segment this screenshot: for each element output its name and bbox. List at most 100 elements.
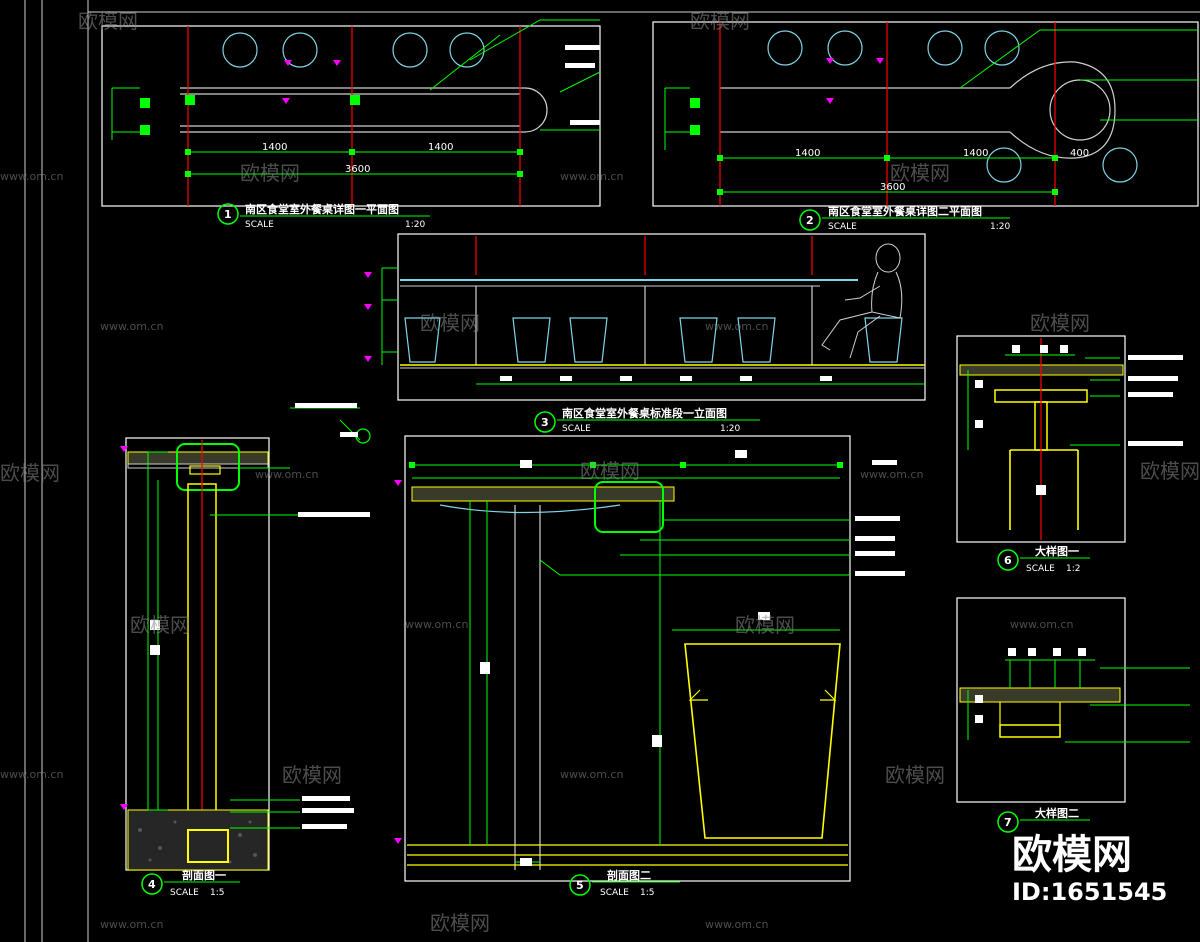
dimension-lines [967, 354, 1120, 450]
watermark-url: www.om.cn [0, 768, 63, 781]
corner-watermark-id: ID:1651545 [1012, 878, 1167, 906]
watermark-brand: 欧模网 [130, 613, 190, 637]
drawing-4-scale-label: SCALE [170, 888, 199, 898]
dim-2-b: 1400 [963, 148, 988, 159]
drawing-5-scale-label: SCALE [600, 888, 629, 898]
drawing-1-scale-value: 1:20 [405, 220, 425, 230]
drawing-6-scale-value: 1:2 [1066, 564, 1080, 574]
axis-lines [719, 22, 1056, 206]
sheet-border [24, 0, 1200, 942]
dimension-lines [412, 464, 850, 863]
detail-callout-box [176, 443, 240, 491]
watermark-brand: 欧模网 [1030, 311, 1090, 335]
watermark-url: www.om.cn [860, 468, 923, 481]
watermark-url: www.om.cn [405, 618, 468, 631]
drawing-6-detail: 6 大样图一 SCALE 1:2 [956, 335, 1183, 574]
drawing-3-number-circle [534, 411, 556, 433]
watermark-brand: 欧模网 [282, 763, 342, 787]
drawing-4-section: 4 剖面图一 SCALE 1:5 [120, 403, 371, 898]
dim-2-total: 3600 [880, 182, 905, 193]
drawing-1-title: 南区食堂室外餐桌详图一平面图 [245, 202, 399, 216]
dimension-ticks [140, 95, 523, 177]
axis-lines [187, 26, 521, 206]
drawing-4-number-circle [141, 873, 163, 895]
watermark-brand: 欧模网 [885, 763, 945, 787]
level-markers [826, 58, 884, 104]
drawing-2-scale-label: SCALE [828, 222, 857, 232]
drawing-3-scale-label: SCALE [562, 424, 591, 434]
person-figure-icon [821, 243, 903, 359]
drawing-7-title: 大样图二 [1035, 806, 1079, 820]
drawing-3-number: 3 [541, 416, 549, 429]
drawing-5-number: 5 [576, 879, 584, 892]
stool-section [684, 643, 841, 839]
watermark-brand: 欧模网 [78, 9, 138, 33]
drawing-3-elevation: 3 南区食堂室外餐桌标准段一立面图 SCALE 1:20 [364, 233, 926, 434]
drawing-6-scale-label: SCALE [1026, 564, 1055, 574]
drawing-2-scale-value: 1:20 [990, 222, 1010, 232]
stool-circles [222, 32, 485, 68]
callout-labels [975, 648, 1086, 723]
drawing-5-section: 5 剖面图二 SCALE 1:5 [394, 435, 905, 898]
watermark-url: www.om.cn [100, 320, 163, 333]
drawing-6-title: 大样图一 [1035, 544, 1079, 558]
drawing-4-title: 剖面图一 [182, 868, 226, 882]
watermark-url: www.om.cn [0, 170, 63, 183]
stool-elevations [404, 317, 903, 363]
detail-callout-box [594, 481, 664, 533]
watermark-url: www.om.cn [255, 468, 318, 481]
drawing-1-number: 1 [224, 208, 232, 221]
drawing-3-scale-value: 1:20 [720, 424, 740, 434]
drawing-2-plan: 1400 1400 400 3600 2 南区食堂室外餐桌详图二平面图 SCAL… [652, 21, 1199, 232]
dimension-ticks [409, 462, 843, 468]
watermark-layer: 欧模网 欧模网 欧模网 欧模网 欧模网 欧模网 欧模网 欧模网 欧模网 欧模网 … [0, 9, 1200, 935]
watermark-brand: 欧模网 [430, 911, 490, 935]
corner-watermark-brand: 欧模网 [1012, 832, 1132, 878]
level-markers [282, 60, 341, 104]
watermark-url: www.om.cn [100, 918, 163, 931]
watermark-brand: 欧模网 [0, 461, 60, 485]
watermark-brand: 欧模网 [240, 161, 300, 185]
drawing-2-number: 2 [806, 214, 814, 227]
watermark-url: www.om.cn [560, 768, 623, 781]
drawing-5-title: 剖面图二 [607, 868, 651, 882]
callout-labels [150, 403, 370, 829]
dimension-ticks [690, 98, 1058, 195]
ground-lines [407, 844, 848, 866]
watermark-url: www.om.cn [705, 320, 768, 333]
drawing-5-number-circle [569, 874, 591, 896]
gravel-texture [138, 820, 257, 864]
dim-text-blocks [500, 376, 832, 381]
table-outline [180, 87, 548, 133]
watermark-brand: 欧模网 [580, 459, 640, 483]
drawing-4-number: 4 [148, 878, 156, 891]
watermark-brand: 欧模网 [890, 161, 950, 185]
drawing-1-plan: 1400 1400 3600 1 南区食堂室外餐桌详图一平面图 SCALE 1:… [101, 19, 601, 230]
drawing-2-number-circle [799, 209, 821, 231]
callout-labels [975, 345, 1183, 495]
watermark-url: www.om.cn [1010, 618, 1073, 631]
axis-lines [475, 236, 813, 275]
watermark-brand: 欧模网 [420, 311, 480, 335]
drawing-7-detail: 7 大样图二 [956, 597, 1190, 833]
watermark-brand: 欧模网 [1140, 459, 1200, 483]
drawing-6-number-circle [997, 549, 1019, 571]
callout-labels [565, 45, 600, 125]
dim-2-c: 400 [1070, 148, 1089, 159]
callout-labels [480, 450, 905, 866]
watermark-brand: 欧模网 [735, 613, 795, 637]
drawing-2-title: 南区食堂室外餐桌详图二平面图 [828, 204, 982, 218]
stool-circles [767, 30, 1138, 183]
drawing-7-number: 7 [1004, 816, 1012, 829]
dimension-lines [967, 659, 1190, 743]
drawing-1-number-circle [217, 203, 239, 225]
level-markers [394, 480, 402, 844]
drawing-1-scale-label: SCALE [245, 220, 274, 230]
watermark-brand: 欧模网 [690, 9, 750, 33]
table-outline [720, 61, 1116, 159]
dim-2-a: 1400 [795, 148, 820, 159]
drawing-4-scale-value: 1:5 [210, 888, 224, 898]
drawing-6-number: 6 [1004, 554, 1012, 567]
dimension-lines [664, 29, 1198, 193]
